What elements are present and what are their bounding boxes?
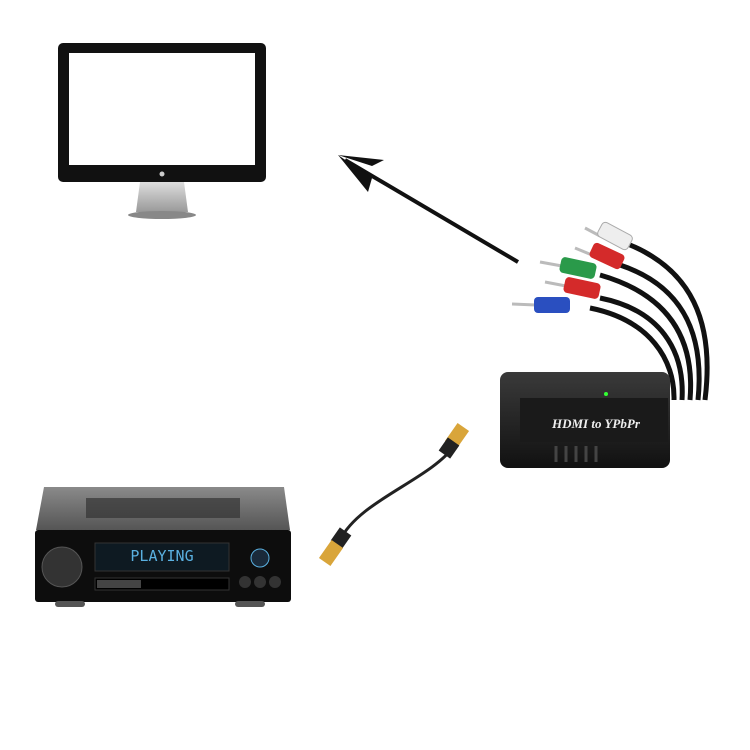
arrow-icon — [338, 155, 520, 264]
rca-white-plug — [584, 221, 633, 251]
hdmi-cable — [318, 422, 470, 567]
monitor-icon — [58, 43, 266, 219]
display-text: PLAYING — [130, 547, 193, 565]
media-player-icon: PLAYING — [35, 487, 291, 607]
converter-label: HDMI to YPbPr — [551, 416, 641, 431]
rca-green-plug — [539, 257, 597, 279]
rca-cables — [511, 221, 710, 401]
rca-red-plug — [574, 242, 625, 270]
hdmi-to-ypbpr-converter: HDMI to YPbPr — [500, 372, 670, 468]
power-button — [250, 548, 270, 568]
rca-red-plug-2 — [544, 277, 601, 299]
rca-blue-plug — [511, 297, 570, 313]
